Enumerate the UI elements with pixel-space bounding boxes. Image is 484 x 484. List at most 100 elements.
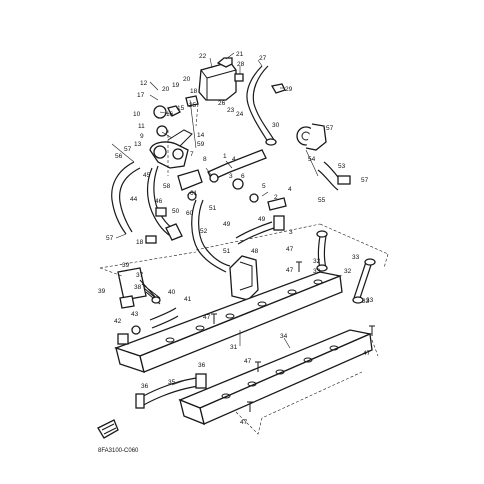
- upper-rail: [114, 271, 343, 373]
- callout-26: 26: [218, 100, 226, 107]
- callout-20a: 20: [162, 86, 170, 93]
- callout-57d: 57: [106, 235, 114, 242]
- callout-12: 12: [140, 80, 148, 87]
- thermostat-cluster: [149, 95, 199, 169]
- callout-47e: 47: [363, 350, 371, 357]
- callout-18a: 18: [190, 88, 198, 95]
- callout-43: 43: [131, 311, 139, 318]
- clamp-43: [131, 325, 141, 335]
- fitting-49: [273, 215, 285, 231]
- callout-25: 25: [189, 102, 197, 109]
- callout-47a: 47: [286, 246, 294, 253]
- callout-5: 5: [262, 183, 266, 190]
- callout-35: 35: [168, 379, 176, 386]
- joint-cluster: [165, 223, 183, 241]
- callout-39b: 39: [98, 288, 106, 295]
- callout-57b: 57: [326, 125, 334, 132]
- callout-21: 21: [236, 51, 244, 58]
- callout-59: 59: [197, 141, 205, 148]
- callout-42: 42: [114, 318, 122, 325]
- callout-47f: 47: [240, 419, 248, 426]
- callout-58: 58: [163, 183, 171, 190]
- callout-10: 10: [133, 111, 141, 118]
- callout-51a: 51: [209, 205, 217, 212]
- callout-45: 45: [143, 172, 151, 179]
- callout-8: 8: [203, 156, 207, 163]
- callout-34: 34: [280, 333, 288, 340]
- callout-24: 24: [236, 111, 244, 118]
- callout-4a: 4: [232, 156, 236, 163]
- callout-29: 29: [285, 86, 293, 93]
- callout-23: 23: [227, 107, 235, 114]
- callout-31: 31: [230, 344, 238, 351]
- clip-29: [270, 83, 286, 94]
- callout-50: 50: [172, 208, 180, 215]
- callout-36a: 36: [198, 362, 206, 369]
- callout-30: 30: [272, 122, 280, 129]
- callout-47d: 47: [244, 358, 252, 365]
- callout-18b: 18: [136, 239, 144, 246]
- callout-57c: 57: [361, 177, 369, 184]
- callout-32b: 32: [344, 268, 352, 275]
- callout-33c: 33: [362, 298, 370, 305]
- clamp-42: [117, 333, 129, 345]
- water-pump-assembly: [296, 123, 351, 191]
- callout-17: 17: [137, 92, 145, 99]
- callout-4b: 4: [288, 186, 292, 193]
- callout-2: 2: [274, 194, 278, 201]
- callout-44: 44: [130, 196, 138, 203]
- callout-1: 1: [223, 153, 227, 160]
- callout-60: 60: [186, 210, 194, 217]
- callout-7: 7: [190, 151, 194, 158]
- callout-14: 14: [197, 132, 205, 139]
- callout-53: 53: [338, 163, 346, 170]
- callout-15: 15: [177, 105, 185, 112]
- callout-61: 61: [190, 190, 198, 197]
- callout-39a: 39: [122, 262, 130, 269]
- callout-9: 9: [140, 133, 144, 140]
- callout-40: 40: [168, 289, 176, 296]
- callout-52: 52: [200, 228, 208, 235]
- callout-20b: 20: [183, 76, 191, 83]
- bracket-31: [229, 255, 259, 301]
- callout-28: 28: [237, 61, 245, 68]
- callout-labels: 21 22 27 28 29 12 17 20 19 20 18 25 26 2…: [98, 51, 374, 426]
- callout-47b: 47: [286, 267, 294, 274]
- callout-13: 13: [134, 141, 142, 148]
- callout-22: 22: [199, 53, 207, 60]
- callout-16: 16: [166, 111, 174, 118]
- leader-lines: [111, 52, 291, 386]
- callout-51b: 51: [223, 248, 231, 255]
- callout-49a: 49: [223, 221, 231, 228]
- callout-47c: 47: [203, 314, 211, 321]
- callout-32a: 32: [313, 258, 321, 265]
- callout-33b: 33: [352, 254, 360, 261]
- callout-27: 27: [259, 55, 267, 62]
- callout-33d: 33: [366, 297, 374, 304]
- callout-56: 56: [115, 153, 123, 160]
- lower-rail: [178, 329, 373, 426]
- bracket-28: [234, 73, 244, 82]
- reservoir-tank: [198, 57, 237, 101]
- callout-46: 46: [155, 198, 163, 205]
- callout-3a: 3: [229, 173, 233, 180]
- callout-3b: 3: [289, 229, 293, 236]
- callout-55: 55: [318, 197, 326, 204]
- callout-6: 6: [241, 173, 245, 180]
- callout-38: 38: [134, 284, 142, 291]
- figure-code: 8FA3100-C060: [98, 448, 139, 454]
- callout-54: 54: [308, 156, 316, 163]
- coupler-36: [195, 373, 207, 389]
- callout-48: 48: [251, 248, 259, 255]
- callout-41: 41: [184, 296, 192, 303]
- clamp-46: [155, 207, 167, 217]
- callout-33a: 33: [313, 268, 321, 275]
- callout-11: 11: [138, 123, 145, 130]
- clamp-30: [265, 138, 277, 146]
- callout-57a: 57: [124, 146, 132, 153]
- clamp-18: [145, 235, 157, 244]
- callout-49b: 49: [258, 216, 266, 223]
- parts-drawing: [97, 57, 389, 439]
- callout-19: 19: [172, 82, 180, 89]
